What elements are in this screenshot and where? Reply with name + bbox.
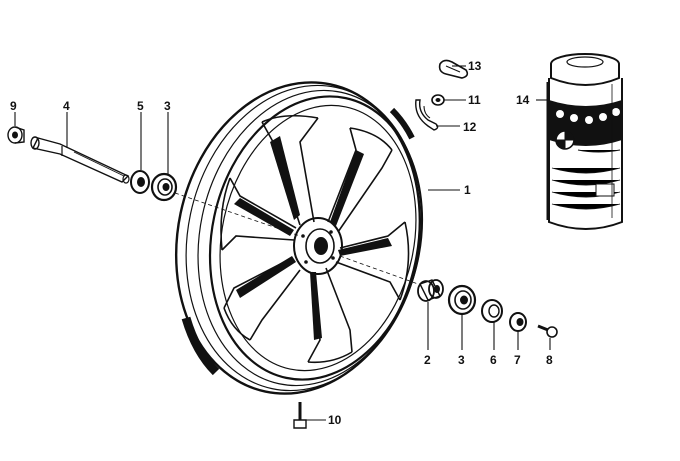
valve-part-12 (415, 99, 439, 131)
callout-4: 4 (63, 99, 70, 113)
callout-2: 2 (424, 353, 431, 367)
screw-part-10 (293, 402, 307, 429)
bearing-right-part-3 (447, 284, 477, 316)
seal-part-6 (481, 299, 503, 323)
callout-13: 13 (468, 59, 482, 73)
valve-cap-part-11 (431, 94, 445, 106)
callout-10: 10 (328, 413, 342, 427)
spacer-part-7 (509, 312, 527, 332)
callout-6: 6 (490, 353, 497, 367)
callout-1: 1 (464, 183, 471, 197)
callout-7: 7 (514, 353, 521, 367)
callout-12: 12 (463, 120, 477, 134)
axle-part-4 (30, 136, 130, 184)
callout-8: 8 (546, 353, 553, 367)
bearing-left-part-3 (150, 172, 178, 202)
cast-wheel (174, 81, 424, 395)
callout-14: 14 (516, 93, 530, 107)
callout-numbers: 9 4 5 3 1 13 11 12 14 2 3 6 7 8 10 (10, 59, 553, 427)
callout-3-left: 3 (164, 99, 171, 113)
balance-weight-part-13 (438, 59, 469, 79)
callout-11: 11 (468, 93, 481, 107)
callout-5: 5 (137, 99, 144, 113)
axle-nut-part-9 (7, 126, 25, 144)
seal-sleeve-part-2 (417, 279, 444, 302)
spacer-ring-part-5 (130, 170, 150, 194)
spray-paint-can-part-14 (546, 53, 623, 230)
bolt-part-8 (537, 324, 558, 338)
callout-3-right: 3 (458, 353, 465, 367)
callout-9: 9 (10, 99, 17, 113)
leader-lines (14, 65, 551, 421)
